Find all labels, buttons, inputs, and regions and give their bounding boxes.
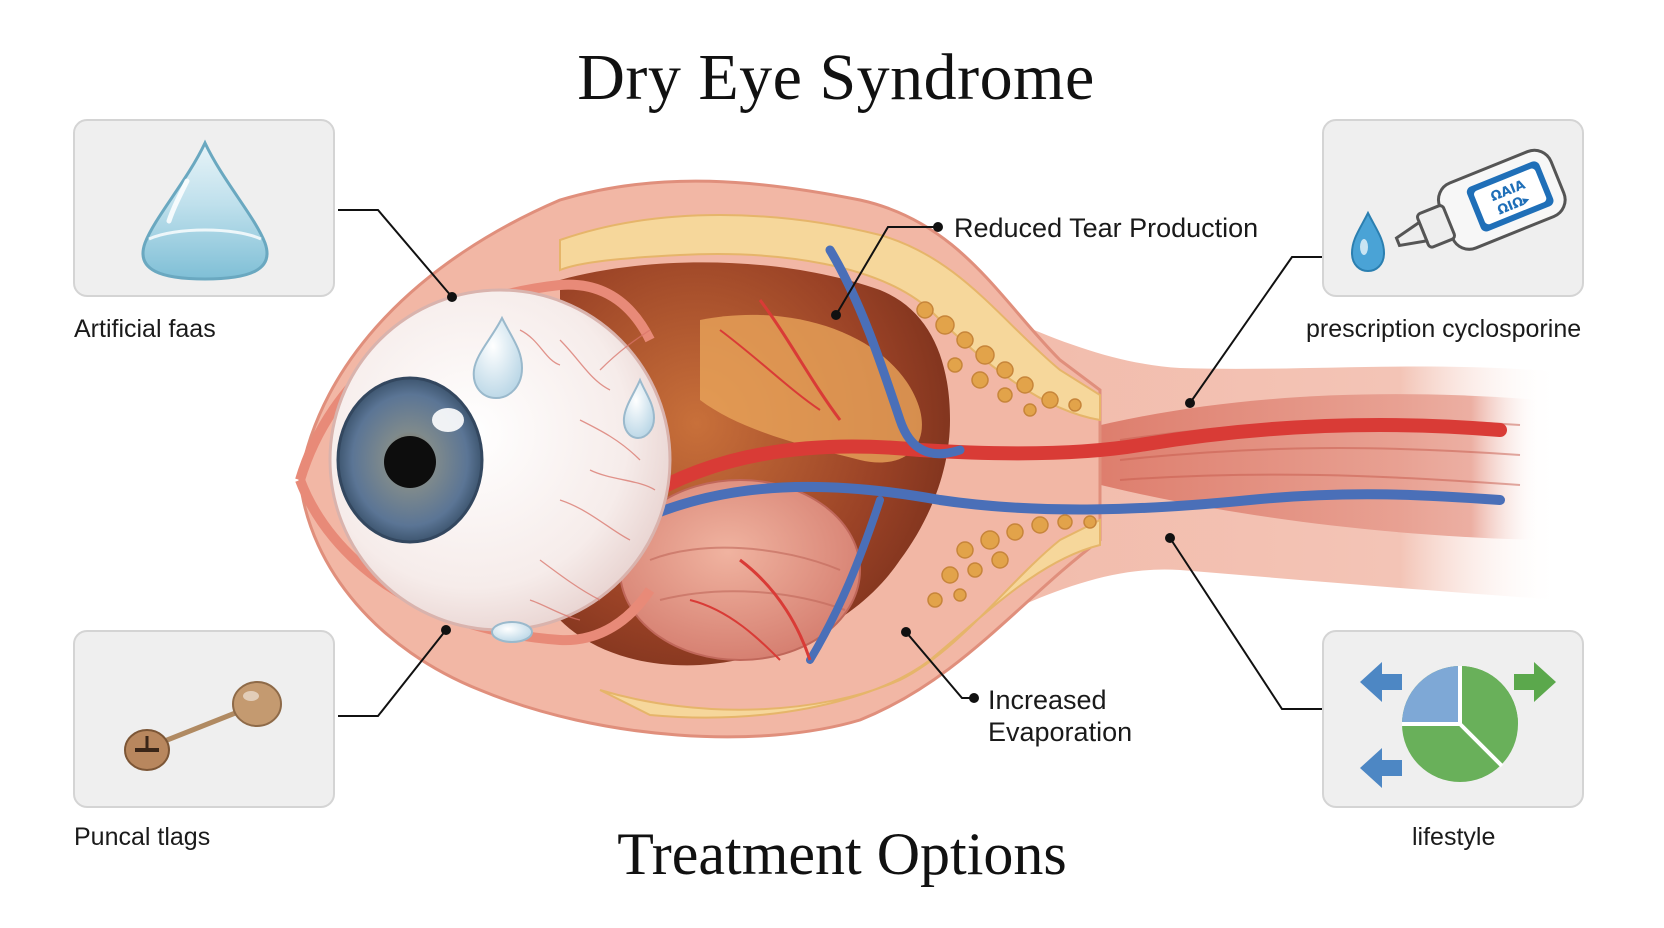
punctal-plugs-box <box>73 630 335 808</box>
lifestyle-label: lifestyle <box>1412 823 1496 851</box>
punctal-plugs-label: Puncal tlags <box>74 823 211 851</box>
evaporation-line1: Increased <box>988 685 1107 715</box>
artificial-tears-label: Artificial faas <box>74 315 216 343</box>
pie-chart-arrows-icon <box>1360 662 1556 788</box>
cyclosporine-box: ΩAIA ΩIΩ▸ <box>1322 119 1584 297</box>
treatment-options-heading: Treatment Options <box>617 821 1067 887</box>
increased-evaporation-callout: Increased Evaporation <box>988 684 1132 748</box>
punctal-plug-icon <box>124 681 282 771</box>
evaporation-line2: Evaporation <box>988 717 1133 747</box>
lifestyle-box <box>1322 630 1584 808</box>
artificial-tears-box <box>73 119 335 297</box>
eye-drop-bottle-icon: ΩAIA ΩIΩ▸ <box>1350 148 1567 273</box>
tear-drop-icon <box>141 139 269 281</box>
reduced-tear-production-callout: Reduced Tear Production <box>954 213 1259 243</box>
cyclosporine-label: prescription cyclosporine <box>1306 315 1582 343</box>
diagram-title: Dry Eye Syndrome <box>577 41 1095 114</box>
